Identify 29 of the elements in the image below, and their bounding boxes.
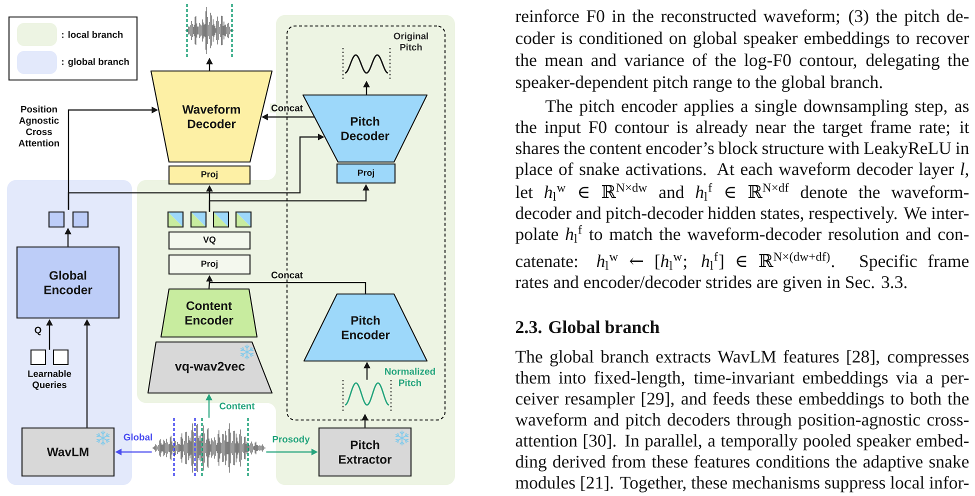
layer-box: Proj <box>336 163 396 184</box>
side-label: Original Pitch <box>394 32 428 50</box>
pitch-curve <box>342 379 392 414</box>
paragraph: reinforce F0 in the reconstructed waveform; (3) the pitch de- coder is conditioned on global speaker embeddings to recover the mean and variance of the log-F0 contour, delegating the speaker-dependent pitch range to the global branch. <box>515 9 970 92</box>
edge-label: Concat <box>270 103 304 113</box>
layer-box: Proj <box>168 254 251 275</box>
side-label: Learnable Queries <box>28 370 72 390</box>
model-box: WavLM <box>21 427 115 477</box>
decoder-trapezoid: Waveform Decoder <box>150 70 273 163</box>
paragraph: The global branch extracts WavLM features [28], compresses them into fixed-length, time-invariant embeddings via a per- ceiver resampler [29], and feeds these embeddings to both the waveform and pitch decoders through position-agnostic cross- attention [30]. In parallel, a temporally pooled speaker embed- ding derived from these features conditions the adaptive snake modules [21]. Together, these mechanisms suppress local infor- <box>515 350 969 492</box>
legend-text: : local branch <box>62 31 123 38</box>
layer-box: Proj <box>168 165 251 185</box>
section-heading: 2.3. Global branch <box>516 320 660 334</box>
edge-label: Prosody <box>272 436 310 444</box>
edge-label: Q <box>34 326 42 336</box>
edge-label: Position Agnostic Cross Attention <box>18 106 60 146</box>
connector-line <box>210 282 366 294</box>
encoder-trapezoid: Content Encoder <box>160 288 258 338</box>
edge-label: Content <box>220 402 255 410</box>
legend-text: : global branch <box>62 58 129 67</box>
encoder-box: Global Encoder <box>16 246 120 319</box>
connector-line <box>208 282 210 289</box>
paragraph: The pitch encoder applies a single downsampling step, as the input F0 contour is already near the target frame rate; it shares the content encoder’s block structure with LeakyReLU in place of snake activations. At each waveform decoder layer l, let h$_{l}$$^{w}$ ∈ ℝ$^{N×dw}$ and h$_{l}$$^{f}$ ∈ ℝ$^{N×df}$ denote the waveform- decoder and pitch-decoder hidden states, respectively. We inter- polate h$_{l}$$^{f}$ to match the waveform-decoder resolution and con- catenate: h$_{l}$$^{w}$ ← [h$_{l}$$^{w}$; h$_{l}$$^{f}$] ∈ ℝ$^{N×(dw+df)}$. Specific frame rates and encoder/decoder strides are given in Sec. 3.3. <box>515 100 970 292</box>
pitch-curve <box>342 47 391 81</box>
extractor-box: Pitch Extractor <box>318 427 412 477</box>
edge-label: Global <box>124 434 152 440</box>
side-label: Normalized Pitch <box>385 368 435 386</box>
layer-box: VQ <box>168 231 251 250</box>
encoder-trapezoid: Pitch Encoder <box>303 293 428 362</box>
